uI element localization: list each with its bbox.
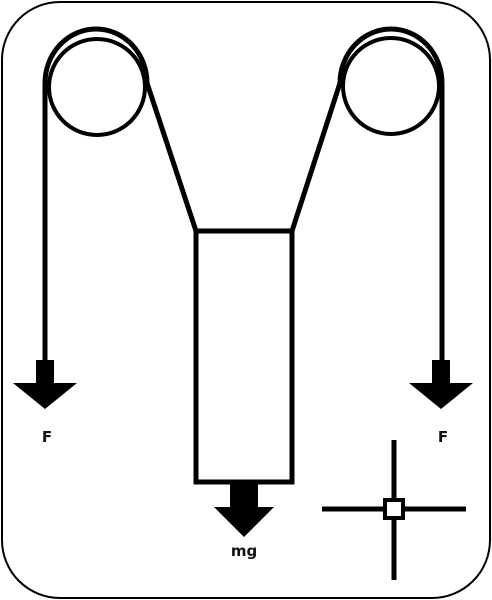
left-pulley — [47, 37, 147, 137]
crosshair-center-square — [383, 498, 405, 520]
move-crosshair-icon[interactable] — [322, 440, 466, 580]
right-force-arrow — [409, 360, 473, 409]
left-rope — [42, 26, 150, 362]
weight-arrow — [214, 482, 274, 537]
weight-label: mg — [231, 542, 257, 560]
right-rope — [337, 26, 445, 362]
left-force-label: F — [42, 428, 52, 446]
right-force-label: F — [438, 428, 448, 446]
right-pulley — [341, 36, 441, 136]
right-rope-to-block — [289, 82, 343, 232]
hanging-block — [193, 228, 295, 485]
left-force-arrow — [13, 360, 77, 409]
left-rope-to-block — [144, 82, 199, 232]
